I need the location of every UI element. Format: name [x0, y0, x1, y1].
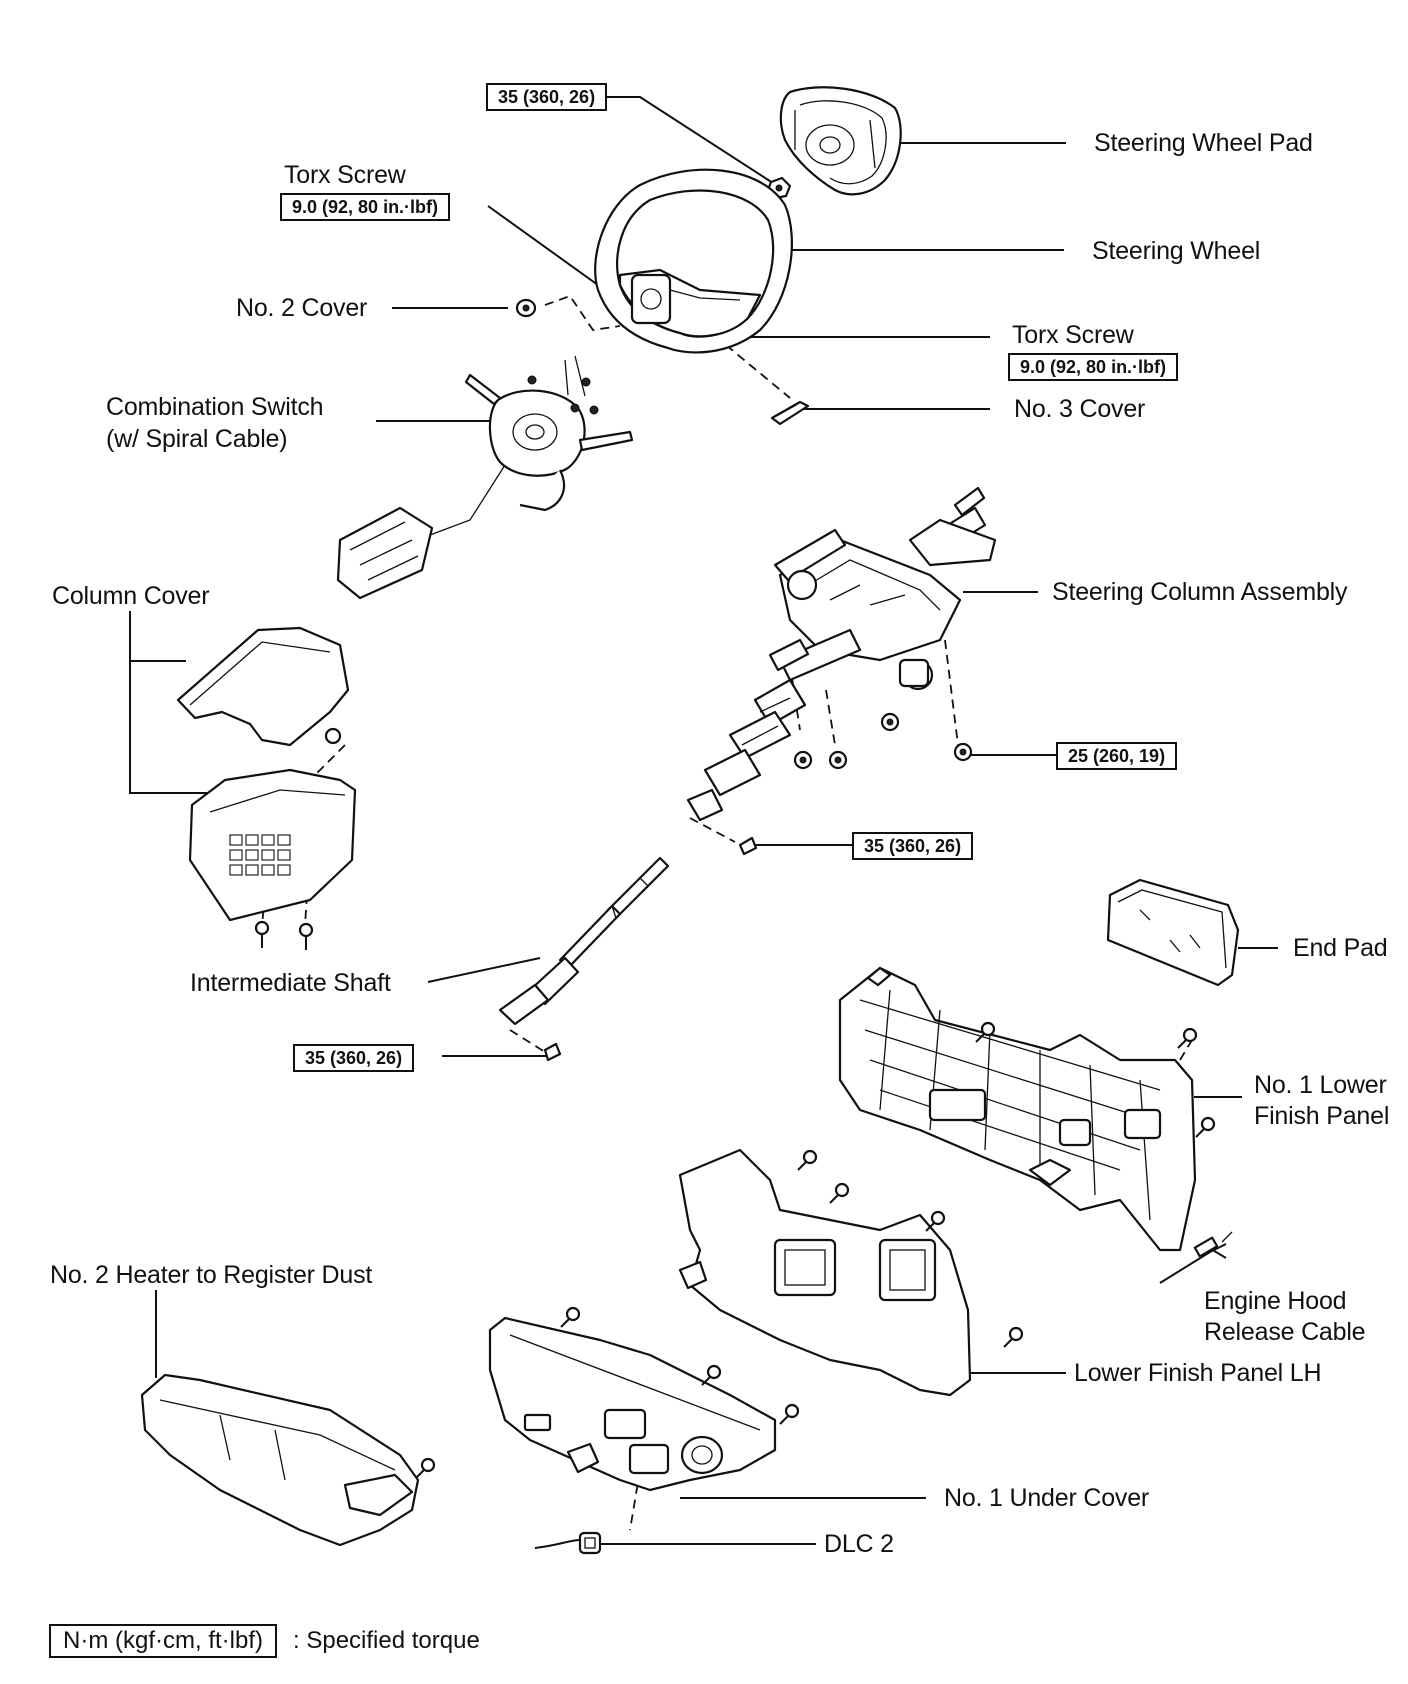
label-no1-under-cover: No. 1 Under Cover: [944, 1484, 1150, 1512]
mounting-screws: [415, 1021, 1216, 1479]
no1-under-cover: [488, 1316, 777, 1492]
label-no1-lower-finish-panel: No. 1 Lower: [1254, 1071, 1387, 1099]
screw: [1195, 1116, 1216, 1138]
column-cover-vents: [229, 834, 291, 876]
combination-switch: [336, 355, 634, 600]
torque-column-bolt: 35 (360, 26): [852, 832, 974, 860]
label-intermediate-shaft: Intermediate Shaft: [190, 969, 391, 997]
label-no3-cover: No. 3 Cover: [1014, 395, 1146, 423]
column-cover: [176, 626, 357, 950]
leader-lines: [129, 96, 1278, 1545]
no2-heater-duct: [140, 1373, 420, 1547]
label-no1-lower-finish-panel-2: Finish Panel: [1254, 1102, 1390, 1130]
engine-hood-release-cable: [1159, 1231, 1233, 1284]
label-steering-column-assembly: Steering Column Assembly: [1052, 578, 1348, 606]
screw: [415, 1457, 436, 1479]
screw: [829, 1182, 850, 1204]
screw: [1177, 1027, 1198, 1049]
screw: [701, 1364, 722, 1386]
label-engine-hood-release-2: Release Cable: [1204, 1318, 1366, 1346]
assembly-lines: [261, 294, 1196, 1531]
legend-torque-box: N·m (kgf·cm, ft·lbf): [49, 1624, 277, 1658]
label-end-pad: End Pad: [1293, 934, 1388, 962]
screw: [560, 1306, 581, 1328]
label-combination-switch: Combination Switch: [106, 393, 324, 421]
no3-cover-part: [770, 400, 810, 426]
label-engine-hood-release: Engine Hood: [1204, 1287, 1347, 1315]
screw: [797, 1149, 818, 1171]
label-no2-heater-duct: No. 2 Heater to Register Dust: [50, 1261, 373, 1289]
torque-torx-right: 9.0 (92, 80 in.·lbf): [1008, 353, 1179, 381]
label-steering-wheel-pad: Steering Wheel Pad: [1094, 129, 1313, 157]
label-torx-screw-right: Torx Screw: [1012, 321, 1134, 349]
steering-column-assembly: [686, 486, 997, 856]
no1-lower-finish-panel: [838, 966, 1197, 1252]
no2-cover-plug: [515, 298, 537, 318]
label-column-cover: Column Cover: [52, 582, 210, 610]
label-combination-switch-sub: (w/ Spiral Cable): [106, 425, 288, 453]
torque-shaft-bolt: 35 (360, 26): [293, 1044, 415, 1072]
screw: [1003, 1326, 1024, 1348]
screw: [925, 1210, 946, 1232]
steering-wheel: [594, 168, 793, 354]
lower-finish-panel-lh: [678, 1148, 972, 1397]
steering-wheel-pad: [779, 86, 902, 196]
torque-torx-left: 9.0 (92, 80 in.·lbf): [280, 193, 451, 221]
label-steering-wheel: Steering Wheel: [1092, 237, 1261, 265]
end-pad: [1106, 878, 1240, 987]
label-lower-finish-panel-lh: Lower Finish Panel LH: [1074, 1359, 1322, 1387]
dlc2-connector: [534, 1531, 602, 1555]
intermediate-shaft: [498, 856, 670, 1062]
legend-torque-text: : Specified torque: [293, 1627, 480, 1654]
screw: [779, 1403, 800, 1425]
screw: [975, 1021, 996, 1043]
torque-column-nut: 25 (260, 19): [1056, 742, 1178, 770]
torque-pad-nut: 35 (360, 26): [486, 83, 608, 111]
label-no2-cover: No. 2 Cover: [236, 294, 368, 322]
label-torx-screw-left: Torx Screw: [284, 161, 406, 189]
label-dlc2: DLC 2: [824, 1530, 894, 1558]
